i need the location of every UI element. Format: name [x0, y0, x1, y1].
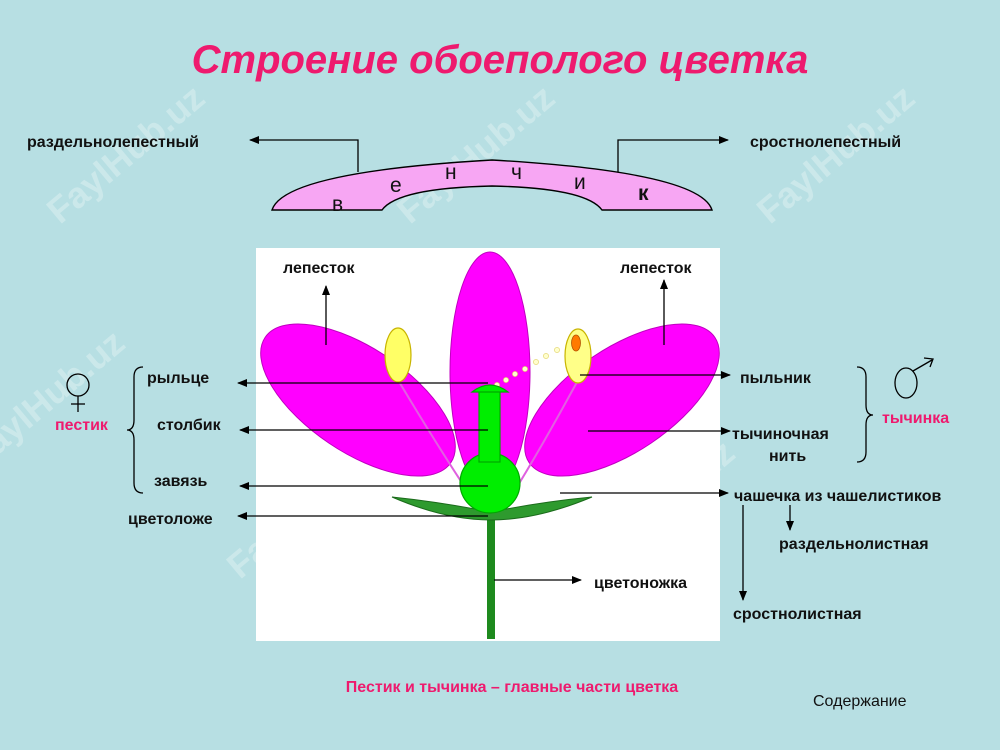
label-calyx-fused: сростнолистная: [733, 606, 862, 623]
label-stigma: рыльце: [147, 370, 209, 387]
page-title: Строение обоеполого цветка: [192, 38, 809, 82]
label-petal-right: лепесток: [620, 260, 693, 277]
label-ovary: завязь: [154, 473, 208, 490]
corolla-letter: к: [638, 182, 649, 205]
label-petal-left: лепесток: [283, 260, 356, 277]
label-stamen: тычинка: [882, 410, 949, 427]
label-calyx: чашечка из чашелистиков: [734, 488, 941, 505]
watermark: FaylHub.uz: [749, 76, 922, 231]
label-anther: пыльник: [740, 370, 812, 387]
caption: Пестик и тычинка – главные части цветка: [346, 679, 679, 696]
pistil-shape: [459, 384, 521, 514]
watermark: FaylHub.uz: [0, 321, 132, 476]
anther-left: [384, 327, 412, 383]
stigma: [470, 384, 510, 393]
label-pistil: пестик: [55, 417, 109, 434]
corolla-letter: ч: [511, 161, 522, 184]
arrow-corolla-right: [617, 136, 729, 172]
label-receptacle: цветоложе: [128, 511, 213, 528]
label-calyx-separate: раздельнолистная: [779, 536, 929, 553]
stamen-brace: [856, 366, 874, 463]
corolla-arch: [271, 159, 713, 211]
male-symbol-icon: [894, 357, 934, 399]
calyx-sepals: [391, 496, 593, 521]
contents-link[interactable]: Содержание: [813, 693, 907, 710]
female-symbol-icon: [66, 373, 90, 412]
corolla-letter: е: [390, 174, 402, 197]
petals: [260, 251, 720, 493]
pistil-style: [478, 389, 501, 463]
watermark: FaylHub.uz: [39, 76, 212, 231]
corolla-letter: н: [445, 161, 457, 184]
watermark: FaylHub.uz: [389, 76, 562, 231]
label-style: столбик: [157, 417, 222, 434]
label-fused-petals: сростнолепестный: [750, 134, 901, 151]
peduncle-stem: [487, 515, 495, 639]
corolla-letter: в: [332, 193, 343, 216]
label-peduncle: цветоножка: [594, 575, 687, 592]
corolla-letter: и: [574, 171, 586, 194]
label-filament-line2: нить: [769, 448, 806, 465]
petal-right: [524, 323, 720, 477]
label-filament-line1: тычиночная: [732, 426, 829, 443]
label-separate-petals: раздельнолепестный: [27, 134, 199, 151]
arrow-corolla-left: [249, 136, 359, 172]
anther-pollen-sac: [571, 334, 581, 352]
pistil-brace: [126, 366, 144, 494]
